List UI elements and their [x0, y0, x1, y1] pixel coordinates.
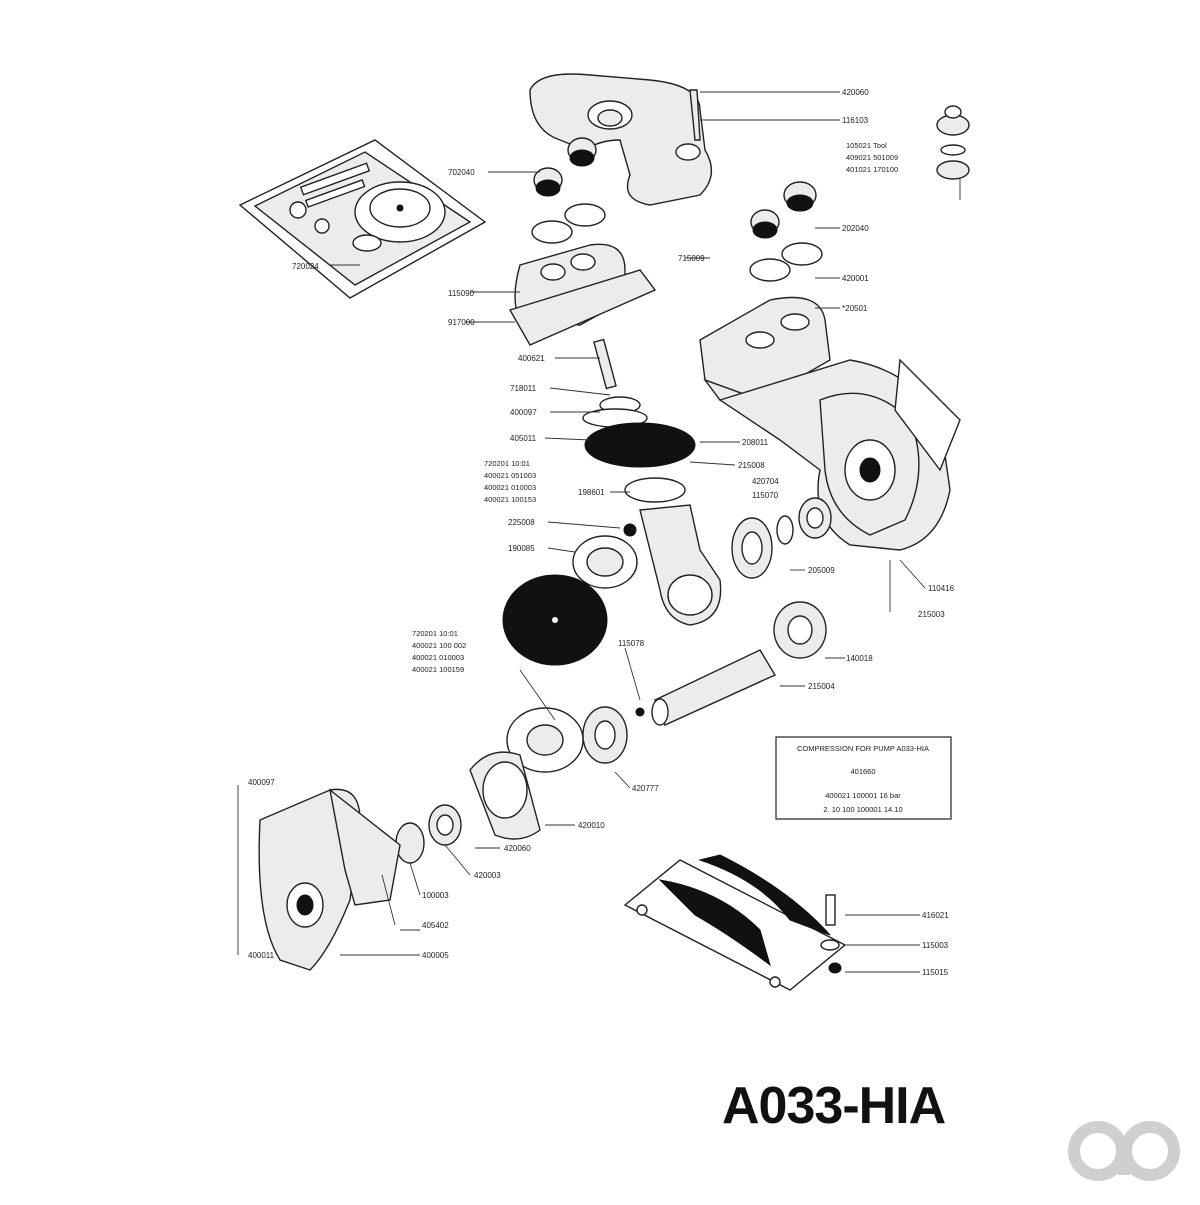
callout-c39: 115015 — [922, 968, 949, 977]
pump-housing-right — [718, 358, 961, 551]
callout-c15: 208011 — [742, 438, 769, 447]
callouts: 420060 116103 702040 202040 715009 72002… — [248, 88, 955, 977]
callout-c14: 405011 — [510, 434, 537, 443]
callout-c13: 400097 — [510, 408, 537, 417]
svg-text:105021 Tool: 105021 Tool — [846, 141, 887, 150]
valve-assembly-right — [749, 181, 823, 282]
callout-c32: 100003 — [422, 891, 449, 900]
svg-text:400021 100 002: 400021 100 002 — [412, 641, 466, 650]
callout-c36: 400011 — [248, 951, 275, 960]
spec-line-4: 2. 10 100 100001 14.10 — [823, 805, 902, 814]
callout-c30: 420060 — [504, 844, 531, 853]
eccentric-rod — [639, 504, 722, 626]
spec-line-1: COMPRESSION FOR PUMP A033-HIA — [797, 744, 929, 753]
callout-c12: 718011 — [510, 384, 537, 393]
lower-disc-chain — [371, 706, 628, 876]
brand-logo — [1068, 1121, 1180, 1181]
svg-text:409021 501009: 409021 501009 — [846, 153, 898, 162]
callout-c01: 420060 — [842, 88, 869, 97]
callout-c10: *20501 — [842, 304, 868, 313]
kit-note-top: 105021 Tool 409021 501009 401021 170100 — [846, 141, 898, 174]
svg-text:400021 100159: 400021 100159 — [412, 665, 464, 674]
spec-line-3: 400021 100001 16 bar — [825, 791, 901, 800]
top-manifold — [529, 73, 713, 206]
callout-c21: 190085 — [508, 544, 535, 553]
callout-c09: 917000 — [448, 318, 475, 327]
callout-c17: 198601 — [578, 488, 605, 497]
callout-c22: 205009 — [808, 566, 835, 575]
callout-c34: 400005 — [422, 951, 449, 960]
mounting-plate — [623, 854, 847, 991]
hardware-bolt-plate — [820, 894, 842, 974]
svg-text:720201 10:01: 720201 10:01 — [484, 459, 530, 468]
svg-text:400021 010003: 400021 010003 — [484, 483, 536, 492]
callout-c04: 202040 — [842, 224, 869, 233]
diaphragm-note-lower: 720201 10:01 400021 100 002 400021 01000… — [412, 629, 466, 674]
callout-c25: 140018 — [846, 654, 873, 663]
drawing-code-label: A033-HIA — [722, 1077, 946, 1135]
pump-housing-left — [258, 788, 401, 971]
callout-c20: 225008 — [508, 518, 535, 527]
service-kit-tray — [238, 139, 487, 299]
callout-c05: 715009 — [678, 254, 705, 263]
callout-c29: 420010 — [578, 821, 605, 830]
callout-c38: 115003 — [922, 941, 949, 950]
crank-shaft — [635, 601, 827, 726]
svg-text:400021 051003: 400021 051003 — [484, 471, 536, 480]
diaphragm-upper — [584, 422, 696, 503]
callout-c37: 416021 — [922, 911, 949, 920]
leader-lines — [237, 91, 961, 973]
svg-text:400021 010003: 400021 010003 — [412, 653, 464, 662]
valve-assembly-left — [531, 137, 606, 244]
callout-c19: 115070 — [752, 491, 779, 500]
callout-c23: 110416 — [928, 584, 955, 593]
callout-c07: 115090 — [448, 289, 475, 298]
callout-c03: 702040 — [448, 168, 475, 177]
callout-c06: 720024 — [292, 262, 319, 271]
bearing-center — [731, 497, 832, 579]
diaphragm-note-upper: 720201 10:01 400021 051003 400021 010003… — [484, 459, 536, 504]
hardware-top-right — [936, 105, 970, 180]
svg-text:400021 100153: 400021 100153 — [484, 495, 536, 504]
callout-c33: 405402 — [422, 921, 449, 930]
clamp-disc — [572, 523, 638, 589]
callout-c26: 215004 — [808, 682, 835, 691]
callout-c31: 420003 — [474, 871, 501, 880]
callout-c18: 420704 — [752, 477, 779, 486]
callout-c35: 400097 — [248, 778, 275, 787]
svg-text:720201 10:01: 720201 10:01 — [412, 629, 458, 638]
callout-c02: 116103 — [842, 116, 869, 125]
callout-c27: 115078 — [618, 639, 645, 648]
callout-c28: 420777 — [632, 784, 659, 793]
spec-box: COMPRESSION FOR PUMP A033-HIA 401660 400… — [775, 736, 952, 820]
center-stud — [582, 338, 648, 428]
callout-c11: 400621 — [518, 354, 545, 363]
callout-c16: 215008 — [738, 461, 765, 470]
callout-c08: 420001 — [842, 274, 869, 283]
diaphragm-lower — [502, 574, 608, 666]
lower-manifold-left — [508, 243, 657, 346]
callout-c24: 215003 — [918, 610, 945, 619]
svg-text:401021 170100: 401021 170100 — [846, 165, 898, 174]
spec-line-2: 401660 — [850, 767, 875, 776]
